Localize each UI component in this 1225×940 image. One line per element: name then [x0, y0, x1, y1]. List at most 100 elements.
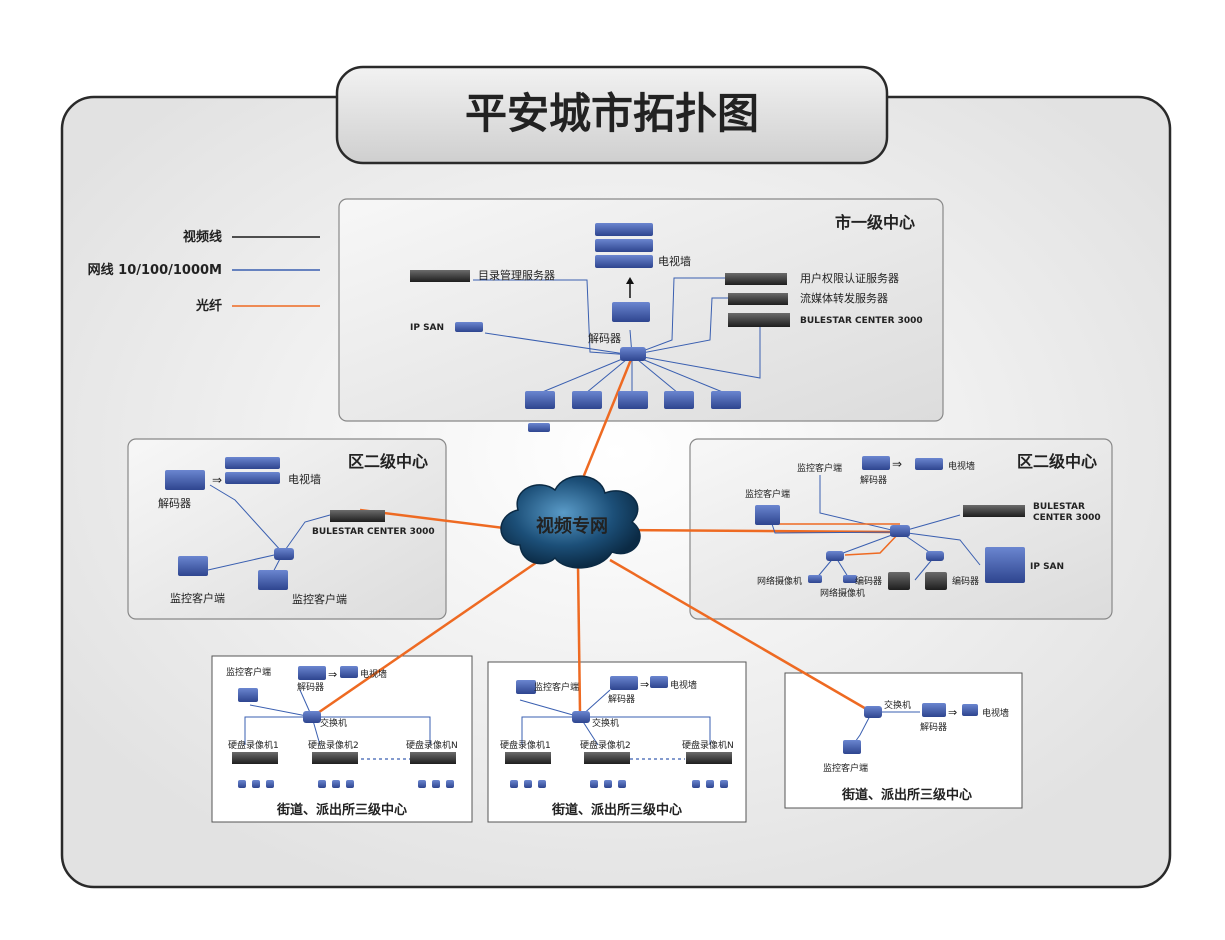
city-center-devices [410, 223, 790, 432]
svg-text:区二级中心: 区二级中心 [1017, 452, 1097, 471]
stream-server-icon [728, 293, 788, 305]
svg-text:监控客户端: 监控客户端 [797, 462, 842, 474]
svg-text:监控客户端: 监控客户端 [745, 488, 790, 500]
svg-text:解码器: 解码器 [608, 693, 635, 705]
street-3-devices: ⇒ [843, 703, 978, 754]
city-center-network-lines [473, 277, 761, 394]
svg-text:市一级中心: 市一级中心 [835, 213, 915, 232]
ip-san-icon [985, 547, 1025, 583]
title-tab [335, 65, 889, 165]
svg-text:IP SAN: IP SAN [410, 323, 444, 333]
switch-icon [274, 548, 294, 560]
svg-text:交换机: 交换机 [884, 699, 911, 711]
svg-text:网络摄像机: 网络摄像机 [820, 587, 865, 599]
legend-fiber-label: 光纤 [195, 298, 222, 314]
svg-text:网络摄像机: 网络摄像机 [757, 575, 802, 587]
street-3-panel [784, 672, 1023, 809]
client-monitor-a [178, 556, 208, 576]
svg-text:区二级中心: 区二级中心 [348, 452, 428, 471]
svg-text:硬盘录像机1: 硬盘录像机1 [500, 739, 551, 751]
svg-text:⇒: ⇒ [640, 678, 649, 691]
svg-text:硬盘录像机N: 硬盘录像机N [682, 739, 734, 751]
street-3-labels: 街道、派出所三级中心 交换机 解码器 电视墙 监控客户端 [823, 699, 1009, 803]
svg-text:电视墙: 电视墙 [948, 460, 975, 472]
camera-icon [808, 575, 822, 583]
bulestar-server-icon [963, 505, 1025, 517]
district-right-labels: 区二级中心 监控客户端 监控客户端 解码器 电视墙 BULESTAR CENTE… [745, 452, 1101, 599]
svg-text:街道、派出所三级中心: 街道、派出所三级中心 [551, 802, 682, 818]
tv-wall-icon [915, 458, 943, 470]
svg-text:电视墙: 电视墙 [658, 254, 691, 268]
network-cloud: 视频专网 [500, 475, 641, 569]
svg-text:IP SAN: IP SAN [1030, 562, 1064, 572]
switch-icon [890, 525, 910, 537]
bulestar-server-icon [330, 510, 385, 522]
client-monitors [525, 391, 741, 432]
svg-text:监控客户端: 监控客户端 [823, 762, 868, 774]
encoder-icon [888, 572, 910, 590]
svg-text:硬盘录像机2: 硬盘录像机2 [580, 739, 631, 751]
decoder-icon [165, 470, 205, 490]
svg-text:电视墙: 电视墙 [670, 679, 697, 691]
svg-text:解码器: 解码器 [920, 721, 947, 733]
svg-text:硬盘录像机1: 硬盘录像机1 [228, 739, 279, 751]
svg-text:⇒: ⇒ [948, 706, 957, 719]
svg-text:交换机: 交换机 [592, 717, 619, 729]
svg-text:解码器: 解码器 [297, 681, 324, 693]
svg-text:解码器: 解码器 [860, 474, 887, 486]
tv-wall-icon [225, 457, 280, 484]
switch-icon [826, 551, 844, 561]
svg-text:编码器: 编码器 [855, 575, 882, 587]
city-center-labels: 市一级中心 电视墙 目录管理服务器 用户权限认证服务器 流媒体转发服务器 BUL… [410, 213, 923, 345]
svg-text:街道、派出所三级中心: 街道、派出所三级中心 [276, 802, 407, 818]
cloud-label: 视频专网 [536, 515, 608, 537]
legend-network-label: 网线 10/100/1000M [88, 262, 222, 278]
svg-text:交换机: 交换机 [320, 717, 347, 729]
district-left-labels: 区二级中心 电视墙 解码器 BULESTAR CENTER 3000 监控客户端… [158, 452, 435, 606]
svg-text:监控客户端: 监控客户端 [170, 591, 225, 605]
svg-text:硬盘录像机2: 硬盘录像机2 [308, 739, 359, 751]
district-right-fiber-branches [760, 523, 901, 556]
client-monitor-icon [755, 505, 780, 525]
street-network-lines [244, 689, 920, 746]
svg-text:电视墙: 电视墙 [288, 472, 321, 486]
svg-text:解码器: 解码器 [588, 331, 621, 345]
svg-text:BULESTAR: BULESTAR [1033, 502, 1085, 512]
svg-text:解码器: 解码器 [158, 496, 191, 510]
street-1-devices: ⇒ [232, 666, 456, 788]
decoder-icon [612, 302, 650, 322]
svg-text:监控客户端: 监控客户端 [226, 666, 271, 678]
camera-icon [843, 575, 857, 583]
street-2-labels: 街道、派出所三级中心 监控客户端 解码器 电视墙 交换机 硬盘录像机1 硬盘录像… [500, 679, 734, 818]
svg-text:CENTER 3000: CENTER 3000 [1033, 513, 1101, 523]
svg-text:编码器: 编码器 [952, 575, 979, 587]
district-right-devices: ⇒ [755, 456, 1025, 590]
legend-video-label: 视频线 [183, 229, 222, 245]
svg-text:街道、派出所三级中心: 街道、派出所三级中心 [841, 787, 972, 803]
svg-text:电视墙: 电视墙 [360, 668, 387, 680]
street-1-panel [211, 655, 473, 823]
svg-text:流媒体转发服务器: 流媒体转发服务器 [800, 291, 888, 305]
tv-wall-icon [595, 223, 653, 268]
street-1-labels: 街道、派出所三级中心 监控客户端 解码器 电视墙 交换机 硬盘录像机1 硬盘录像… [226, 666, 458, 818]
svg-text:BULESTAR CENTER 3000: BULESTAR CENTER 3000 [800, 316, 923, 326]
svg-text:⇒: ⇒ [892, 457, 902, 471]
district-left-devices: ⇒ [165, 457, 385, 590]
client-monitor-b [258, 570, 288, 590]
auth-server-icon [725, 273, 787, 285]
street-2-devices: ⇒ [505, 676, 732, 788]
svg-text:电视墙: 电视墙 [982, 707, 1009, 719]
ip-san-icon [455, 322, 483, 332]
svg-text:BULESTAR CENTER 3000: BULESTAR CENTER 3000 [312, 527, 435, 537]
svg-text:目录管理服务器: 目录管理服务器 [478, 268, 555, 282]
svg-text:用户权限认证服务器: 用户权限认证服务器 [800, 271, 899, 285]
page-title: 平安城市拓扑图 [465, 89, 759, 138]
svg-text:监控客户端: 监控客户端 [292, 592, 347, 606]
bulestar-server-icon [728, 313, 790, 327]
directory-server-icon [410, 270, 470, 282]
switch-icon [620, 347, 646, 361]
district-right-network-lines [769, 475, 981, 581]
svg-text:监控客户端: 监控客户端 [534, 681, 579, 693]
encoder-icon [925, 572, 947, 590]
